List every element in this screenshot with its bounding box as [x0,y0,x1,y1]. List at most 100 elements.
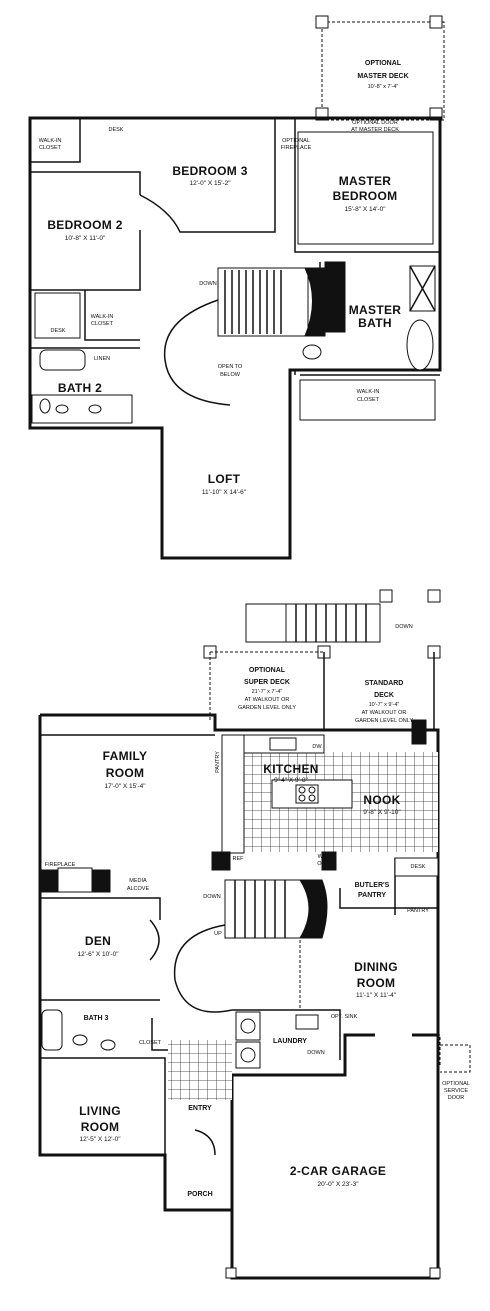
toilet [39,398,51,414]
shower-mark [409,265,436,312]
master-tub [406,319,434,371]
open-to-below-line1: OPEN TO [218,364,243,370]
deck-post [379,589,393,603]
up-stair-label: UP [214,931,222,937]
fireplace-block [91,869,111,893]
garage-post [429,1267,441,1279]
walk-in-closet-3-line2: CLOSET [357,397,380,403]
standard-deck-dim: 10'-7" x 9'-4" [369,702,400,708]
cooktop [295,784,319,804]
living-room-dim: 12'-5" X 12'-0" [79,1136,121,1143]
optional-super-deck-note1: AT WALKOUT OR [245,697,290,703]
optional-service-door-line3: DOOR [448,1095,465,1101]
pantry-left-label: PANTRY [215,751,221,773]
desk-top-label: DESK [109,127,124,133]
master-bed-outline [297,131,434,245]
optional-super-deck-dim: 21'-7" x 7'-4" [252,689,283,695]
kitchen-name: KITCHEN [263,762,318,776]
fireplace-hearth [57,867,93,893]
fireplace-block [39,869,59,893]
optional-service-door-outline [412,1034,471,1073]
walk-in-closet-3-line1: WALK-IN [357,389,380,395]
family-room-line1: FAMILY [103,749,148,763]
dining-room-line1: DINING [354,960,398,974]
foyer-arc [173,924,233,1013]
optional-master-deck-dim: 10'-8" x 7'-4" [368,84,399,90]
desk-label: DESK [411,864,426,870]
partition [215,118,276,233]
deck-post [315,15,329,29]
dining-room-dim: 11'-1" X 11'-4" [356,992,397,999]
media-alcove-line1: MEDIA [129,878,147,884]
nook-dim: 9'-8" X 9'-10" [363,809,401,816]
bath2-label: BATH 2 [58,381,102,395]
dw-label: DW [312,744,322,750]
master-bedroom-line2: BEDROOM [333,189,398,203]
butlers-pantry-line2: PANTRY [358,892,386,899]
garage-post [225,1267,237,1279]
partition [139,194,215,233]
opt-sink-label: OPT. SINK [331,1014,358,1020]
upper-stair [217,267,309,337]
door-swing [149,919,160,961]
upper-floor: OPTIONAL MASTER DECK 10'-8" x 7'-4" OPTI… [28,15,445,560]
burner [308,794,316,802]
bedroom3-name: BEDROOM 3 [172,164,247,178]
kitchen-sink [269,737,297,751]
laundry-label: LAUNDRY [273,1038,307,1045]
fireplace-label: FIREPLACE [45,862,76,868]
bathtub [39,349,86,371]
porch-label: PORCH [187,1191,212,1198]
garage-name: 2-CAR GARAGE [290,1164,386,1178]
deck-post [427,589,441,603]
partition [232,1009,341,1060]
deck-stair-landing [245,603,287,643]
optional-door-line2: AT MASTER DECK [351,127,399,133]
family-room-line2: ROOM [106,766,145,780]
family-room-dim: 17'-0" X 15'-4" [104,783,146,790]
optional-master-deck-line1: OPTIONAL [365,60,402,67]
down-deck-label: DOWN [395,624,412,630]
walk-in-closet-1-line1: WALK-IN [39,138,62,144]
stair-newel [304,267,326,337]
kitchen-counter-side [221,734,245,854]
partition [339,888,438,909]
solid-wall [324,261,346,333]
partition [40,1057,166,1155]
standard-deck-line2: DECK [374,692,394,699]
optional-master-deck-outline [321,21,445,121]
solid-wall [411,719,427,745]
toilet [302,344,322,360]
closet-label: CLOSET [139,1040,162,1046]
partition [294,118,440,253]
sink [100,1039,116,1051]
ref-label: REF [233,856,245,862]
solid-wall [321,851,337,871]
partition [30,230,141,291]
walk-in-closet-2-line1: WALK-IN [91,314,114,320]
laundry-sink [295,1014,319,1030]
living-room-line2: ROOM [81,1120,120,1134]
nook-name: NOOK [363,793,400,807]
master-bedroom-dim: 15'-8" X 14'-0" [344,206,386,213]
burner [298,786,306,794]
loft-name: LOFT [208,472,241,486]
partition [84,290,140,341]
open-to-below-line2: BELOW [220,372,241,378]
bedroom3-dim: 12'-0" X 15'-2" [189,180,231,187]
linen-label: LINEN [94,356,110,362]
optional-door-line1: OPTIONAL DOOR [352,120,398,126]
master-bath-line1: MASTER [349,303,401,317]
dryer-drum [240,1047,256,1063]
den-dim: 12'-6" X 10'-0" [77,951,119,958]
burner [298,794,306,802]
standard-deck-rail [323,652,435,730]
main-stair-treads [234,880,286,938]
optional-fireplace-line1: OPTIONAL [282,138,310,144]
standard-deck-note2: GARDEN LEVEL ONLY [355,718,413,724]
toilet [72,1034,88,1046]
optional-super-deck-outline [209,651,324,720]
loft-dim: 11'-10" X 14'-6" [202,489,247,496]
main-stair [224,879,316,939]
